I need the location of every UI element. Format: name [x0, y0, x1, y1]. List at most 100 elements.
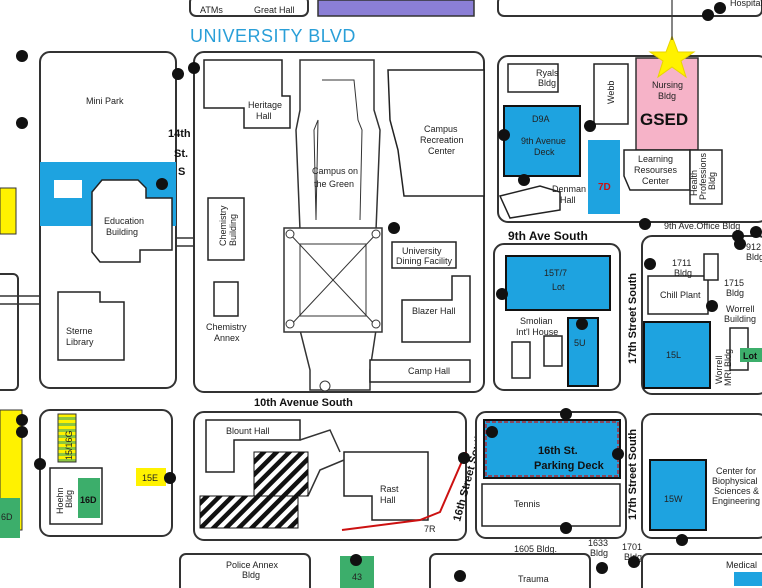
webb-label: Webb	[606, 81, 616, 104]
learning-label-1: Learning	[638, 154, 673, 164]
education-label-1: Education	[104, 216, 144, 226]
sterne-library-label-2: Library	[66, 337, 94, 347]
lot-edge-green	[740, 348, 762, 362]
denman-hall	[498, 185, 561, 219]
d9a-label: D9A	[532, 114, 550, 124]
learning-resources	[623, 149, 691, 191]
medical-label: Medical	[726, 560, 757, 570]
rast-hall-label-2: Hall	[380, 495, 396, 505]
smolian-house-a	[511, 341, 531, 379]
worrell-label-2: Building	[724, 314, 756, 324]
deck-label-2: Parking Deck	[534, 460, 605, 472]
learning-label-2: Resourses	[634, 165, 678, 175]
cbse-label-1: Center for	[716, 466, 756, 476]
heritage-hall	[203, 59, 291, 129]
hoehn-label-2: Bldg	[64, 490, 74, 508]
b1711-label-1: 1711	[672, 258, 691, 268]
gsed-label: GSED	[640, 110, 688, 129]
hospital-label: Hospital	[730, 0, 762, 8]
tenth-ave-south-label: 10th Avenue South	[254, 397, 353, 409]
lot-15-16g	[57, 413, 77, 463]
rast-hall	[343, 451, 429, 521]
campus-green-label-1: Campus on	[312, 166, 358, 176]
heritage-hall-label-2: Hall	[256, 111, 272, 121]
ninth-ave-office-label: 9th Ave.Office Bldg	[664, 221, 740, 231]
dining-label-2: Dining Facility	[396, 256, 453, 266]
police-annex-label-1: Police Annex	[226, 560, 279, 570]
university-blvd-label: UNIVERSITY BLVD	[190, 26, 356, 46]
education-building	[91, 179, 173, 263]
lot-5u-label: 5U	[574, 338, 586, 348]
chemistry-annex	[213, 281, 239, 317]
lot-15w-label: 15W	[664, 494, 683, 504]
lot-7d-label: 7D	[598, 182, 611, 193]
lot-7d	[588, 140, 620, 214]
lot-7r-label: 7R	[424, 524, 436, 534]
b1715-label-1: 1715	[724, 278, 744, 288]
learning-label-3: Center	[642, 176, 669, 186]
denman-label-2: Hall	[560, 195, 576, 205]
walkway-14th	[176, 237, 194, 247]
smolian-label-2: Int'l House	[516, 327, 558, 337]
campus-green-inner	[313, 79, 363, 221]
sterne-library	[57, 291, 125, 361]
blazer-hall-label: Blazer Hall	[412, 306, 456, 316]
b912-label-1: 912	[746, 242, 761, 252]
education-label-2: Building	[106, 227, 138, 237]
tennis-label: Tennis	[514, 499, 541, 509]
camp-hall-label: Camp Hall	[408, 366, 450, 376]
left-green-block	[0, 498, 20, 538]
hoehn-label-1: Hoehn	[55, 487, 65, 514]
lot-6d-label: 6D	[1, 512, 13, 522]
blount-hall-label: Blount Hall	[226, 426, 270, 436]
ramp-rast	[299, 429, 345, 497]
chill-plant-label: Chill Plant	[660, 290, 701, 300]
17th-st-label-upper: 17th Street South	[627, 273, 639, 364]
top-block-left	[189, 0, 309, 17]
14th-st-label-1: 14th	[168, 128, 191, 140]
ryals-label-2: Bldg	[538, 78, 556, 88]
medical-lot	[734, 572, 762, 586]
worrell-mri-label-1: Worrell	[714, 356, 724, 384]
bottom-block-1	[179, 553, 311, 588]
lot-15t7	[505, 255, 611, 311]
cbse-label-4: Engineering	[712, 496, 760, 506]
campus-rec-label-2: Recreation	[420, 135, 464, 145]
tennis	[481, 483, 621, 527]
b1715-label-2: Bldg	[726, 288, 744, 298]
lot-16d	[78, 478, 100, 518]
health-label-1: Health	[689, 170, 699, 196]
chemistry-building-label-2: Building	[228, 214, 238, 246]
deck-label-1: 16th St.	[538, 445, 578, 457]
landmark-dots	[16, 2, 762, 582]
webb-bldg	[593, 63, 629, 125]
blazer-hall	[401, 275, 471, 343]
lot-15e	[136, 468, 166, 486]
chemistry-building-label-1: Chemistry	[218, 205, 228, 246]
b1633-label-1: 1633	[588, 538, 608, 548]
camp-hall	[369, 359, 471, 383]
worrell-label-1: Worrell	[726, 304, 754, 314]
cbse-label-2: Biophysical	[712, 476, 758, 486]
lot-15t7-label-2: Lot	[552, 282, 565, 292]
walkway-left	[0, 295, 40, 305]
lot-15-16g-label: 15/16G	[64, 430, 74, 460]
campus-rec-center	[387, 69, 485, 197]
ninth-ave-deck-label-1: 9th Avenue	[521, 136, 566, 146]
trauma-label: Trauma	[518, 574, 549, 584]
denman-label-1: Denman	[552, 184, 586, 194]
blount-hall	[205, 419, 301, 473]
smolian-label-1: Smolian	[520, 316, 553, 326]
nursing-label-2: Bldg	[658, 91, 676, 101]
nursing-label-1: Nursing	[652, 80, 683, 90]
lot-7r-path	[341, 451, 467, 531]
b1605-label: 1605 Bldg.	[514, 544, 557, 554]
ryals-bldg	[507, 63, 559, 93]
bottom-block-3	[641, 553, 762, 588]
14th-st-label-2: St.	[174, 148, 188, 160]
sterne-library-label-1: Sterne	[66, 326, 93, 336]
ninth-ave-south-label: 9th Ave South	[508, 229, 588, 243]
b912-label-2: Bldg	[746, 252, 762, 262]
lot-15l-label: 15L	[666, 350, 681, 360]
